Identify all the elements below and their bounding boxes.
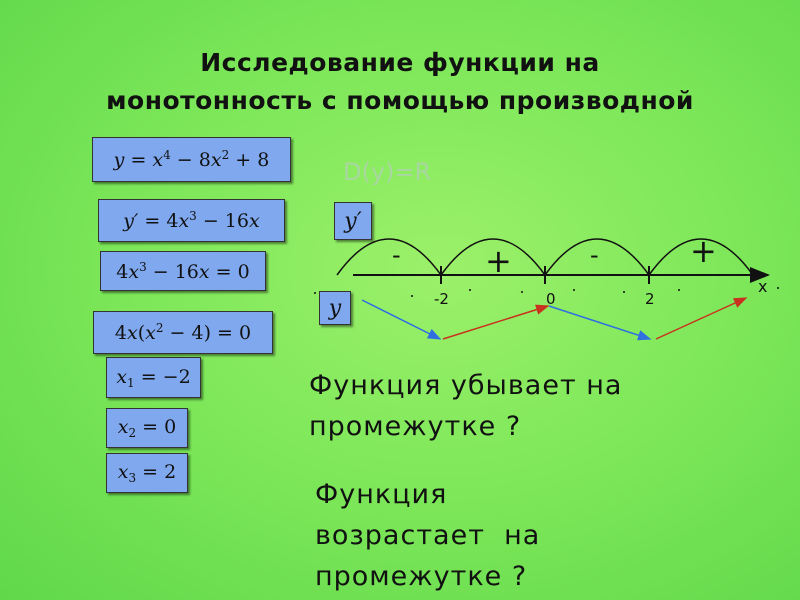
- derivative-equation: 4x3 − 16x = 0: [100, 251, 266, 291]
- x-axis-label: x: [758, 277, 767, 296]
- question-decreasing: Функция убывает на промежутке ?: [309, 365, 622, 447]
- title-line-2: монотонность с помощью производной: [106, 86, 694, 115]
- question-increasing-line-2: возрастает на: [315, 520, 541, 551]
- function-label-box: y: [319, 291, 351, 325]
- factored-equation: 4x(x2 − 4) = 0: [93, 311, 273, 354]
- dot: [678, 289, 680, 291]
- function-label: y: [328, 295, 342, 321]
- dot: [623, 291, 625, 293]
- sign-interval-2: +: [485, 242, 512, 280]
- interval-arc-2: [440, 238, 546, 276]
- tick-label-neg2: -2: [434, 290, 449, 308]
- tick-label-2: 2: [645, 290, 655, 308]
- tick-label-0: 0: [546, 290, 556, 308]
- question-increasing-line-1: Функция: [315, 479, 448, 510]
- root-x2: x2 = 0: [106, 408, 188, 448]
- slide-title: Исследование функции на монотонность с п…: [0, 44, 800, 120]
- derivative-label: y′: [344, 208, 362, 234]
- domain-label: D(y)=R: [343, 158, 432, 186]
- title-line-1: Исследование функции на: [200, 48, 600, 77]
- function-formula: y = x4 − 8x2 + 8: [92, 137, 291, 182]
- question-decreasing-line-2: промежутке ?: [309, 411, 522, 442]
- derivative-label-box: y′: [334, 202, 372, 240]
- dot: [521, 291, 523, 293]
- arrow-decreasing-1: [361, 299, 442, 340]
- question-increasing: Функция возрастает на промежутке ?: [315, 474, 540, 597]
- arrow-increasing-1: [442, 304, 550, 340]
- interval-arc-1: [336, 238, 442, 276]
- root-x3: x3 = 2: [106, 453, 188, 493]
- root-x1: x1 = −2: [106, 357, 201, 398]
- dot: [469, 289, 471, 291]
- arrow-increasing-2: [655, 297, 748, 340]
- arrow-decreasing-2: [548, 305, 652, 341]
- sign-interval-4: +: [690, 232, 717, 270]
- dot: [411, 295, 413, 297]
- dot: [777, 287, 779, 289]
- sign-interval-3: -: [590, 241, 599, 269]
- interval-arc-4: [648, 238, 754, 276]
- sign-interval-1: -: [392, 241, 401, 269]
- derivative-formula: y′ = 4x3 − 16x: [98, 199, 285, 242]
- question-decreasing-line-1: Функция убывает на: [309, 370, 623, 401]
- dot: [573, 289, 575, 291]
- question-increasing-line-3: промежутке ?: [315, 561, 528, 592]
- dot: [314, 292, 316, 294]
- interval-arc-3: [544, 238, 650, 276]
